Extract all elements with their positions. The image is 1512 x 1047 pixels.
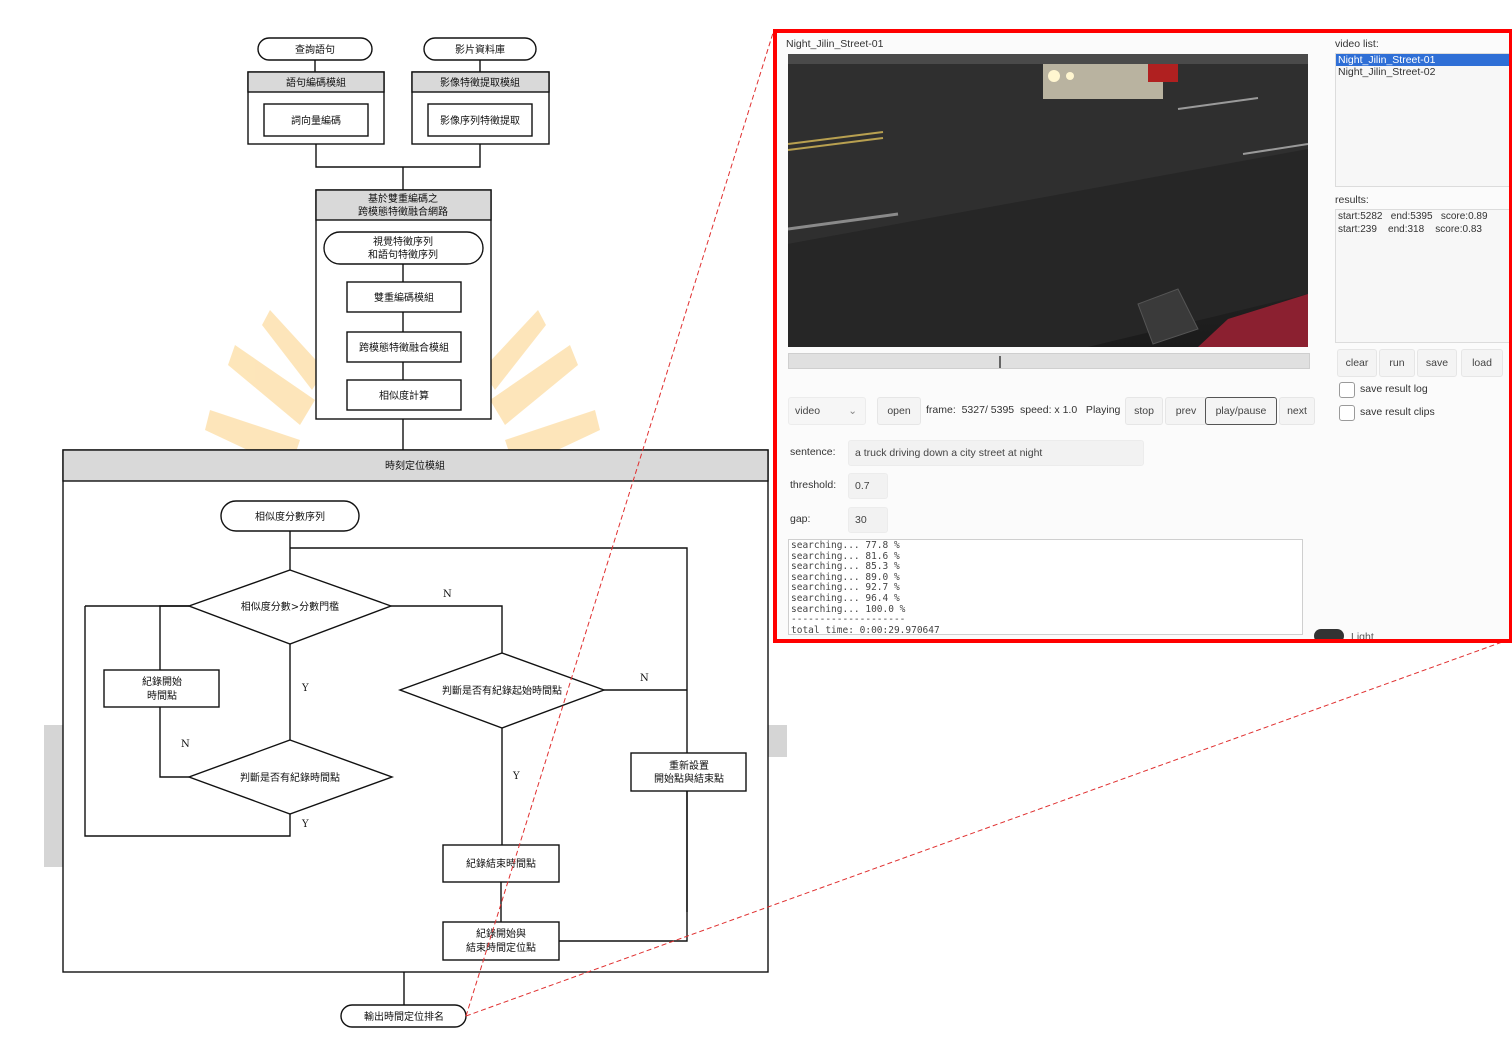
save-button[interactable]: save [1417,349,1457,377]
word-vector-encoding-box [263,103,369,137]
yes-label-2: Y [301,819,309,830]
mode-select-value: video [795,405,821,417]
theme-toggle-label: Light [1351,631,1374,643]
log-line: searching... 85.3 % [791,561,900,573]
save-result-clips-checkbox[interactable] [1339,405,1355,421]
reset-label-2: 開始點與結束點 [654,772,724,785]
sequence-feature-label: 影像序列特徵提取 [440,114,520,127]
threshold-input[interactable]: 0.7 [848,473,888,499]
search-log[interactable]: searching... 77.8 %searching... 81.6 %se… [788,539,1303,635]
log-line: total time: 0:00:29.970647 [791,624,940,635]
no-label-2: N [181,739,190,750]
time-recorded-label: 判斷是否有紀錄時間點 [240,771,340,784]
record-end-box [442,844,560,883]
save-result-clips-label: save result clips [1360,406,1435,418]
save-result-log-label: save result log [1360,383,1428,395]
zoom-line-top [465,32,774,1017]
next-button[interactable]: next [1279,397,1315,425]
results-list[interactable]: start:5282 end:5395 score:0.89 start:239… [1335,209,1509,343]
record-start-box [103,669,220,708]
record-interval-label-2: 結束時間定位點 [466,941,536,954]
video-feature-title: 影像特徵提取模組 [440,76,520,89]
fusion-network-title-1: 基於雙重編碼之 [368,192,438,205]
video-list-item[interactable]: Night_Jilin_Street-02 [1338,66,1436,78]
sentence-input[interactable]: a truck driving down a city street at ni… [848,440,1144,466]
record-interval-box [442,921,560,961]
log-line: searching... 96.4 % [791,592,900,604]
score-sequence-label: 相似度分數序列 [255,510,325,523]
video-list-item[interactable]: Night_Jilin_Street-01 [1336,54,1509,66]
log-line: searching... 92.7 % [791,582,900,594]
cross-modal-fusion-box [346,331,462,363]
seek-handle[interactable] [999,356,1001,368]
log-line: searching... 81.6 % [791,550,900,562]
no-label-1: N [443,589,452,600]
sequence-feature-box [427,103,533,137]
gap-input[interactable]: 30 [848,507,888,533]
query-input-label: 查詢語句 [295,43,335,56]
video-player[interactable] [788,54,1308,347]
sentence-encoder-title: 語句編碼模組 [286,76,346,89]
load-button[interactable]: load [1461,349,1503,377]
record-interval-label-1: 紀錄開始與 [476,927,526,940]
log-line: -------------------- [791,614,906,626]
no-label-3: N [640,673,649,684]
play-pause-button[interactable]: play/pause [1205,397,1277,425]
fusion-network-title-2: 跨模態特徵融合網路 [358,205,448,218]
video-retrieval-app: Night_Jilin_Street-01 [773,29,1512,643]
zoom-line-bottom [465,640,1506,1017]
word-vector-encoding-label: 詞向量編碼 [291,114,341,127]
frame-info: frame: 5327/ 5395 speed: x 1.0 Playing [926,404,1121,416]
save-result-log-checkbox[interactable] [1339,382,1355,398]
seek-bar[interactable] [788,353,1310,369]
threshold-label: threshold: [790,479,837,491]
gap-label: gap: [790,513,811,525]
sequences-label-1: 視覺特徵序列 [373,235,433,248]
start-recorded-label: 判斷是否有紀錄起始時間點 [442,684,562,697]
cross-modal-fusion-label: 跨模態特徵融合模組 [359,341,449,354]
log-line: searching... 89.0 % [791,571,900,583]
time-recorded-decision [186,739,395,815]
score-threshold-label: 相似度分數>分數門檻 [241,600,339,613]
video-list-label: video list: [1335,38,1379,50]
theme-toggle[interactable] [1314,629,1344,639]
sentence-label: sentence: [790,446,836,458]
result-item[interactable]: start:239 end:318 score:0.83 [1338,224,1482,235]
reset-label-1: 重新設置 [669,759,709,772]
prev-button[interactable]: prev [1165,397,1207,425]
similarity-calc-label: 相似度計算 [379,389,429,402]
sequences-label-2: 和語句特徵序列 [368,248,438,261]
dual-encoding-label: 雙重編碼模組 [374,291,434,304]
record-start-label-1: 紀錄開始 [142,675,182,688]
localization-title: 時刻定位模組 [385,459,445,472]
run-button[interactable]: run [1379,349,1415,377]
yes-label-3: Y [512,771,520,782]
video-title: Night_Jilin_Street-01 [786,38,884,50]
record-end-label: 紀錄結束時間點 [466,857,536,870]
record-start-label-2: 時間點 [147,689,177,702]
chevron-down-icon: ⌄ [848,405,857,417]
video-frame-image [788,54,1308,347]
video-list[interactable]: Night_Jilin_Street-01 Night_Jilin_Street… [1335,53,1509,187]
log-line: searching... 100.0 % [791,603,906,615]
results-label: results: [1335,194,1369,206]
log-line: searching... 77.8 % [791,540,900,551]
dual-encoding-box [346,281,462,313]
mode-select[interactable]: video ⌄ [788,397,866,425]
video-db-label: 影片資料庫 [455,43,505,56]
output-label: 輸出時間定位排名 [364,1010,444,1023]
localization-module [62,449,769,973]
result-item[interactable]: start:5282 end:5395 score:0.89 [1338,211,1488,222]
yes-label-1: Y [301,683,309,694]
stop-button[interactable]: stop [1125,397,1163,425]
similarity-calc-box [346,379,462,411]
clear-button[interactable]: clear [1337,349,1377,377]
open-button[interactable]: open [877,397,921,425]
reset-box [630,752,747,792]
